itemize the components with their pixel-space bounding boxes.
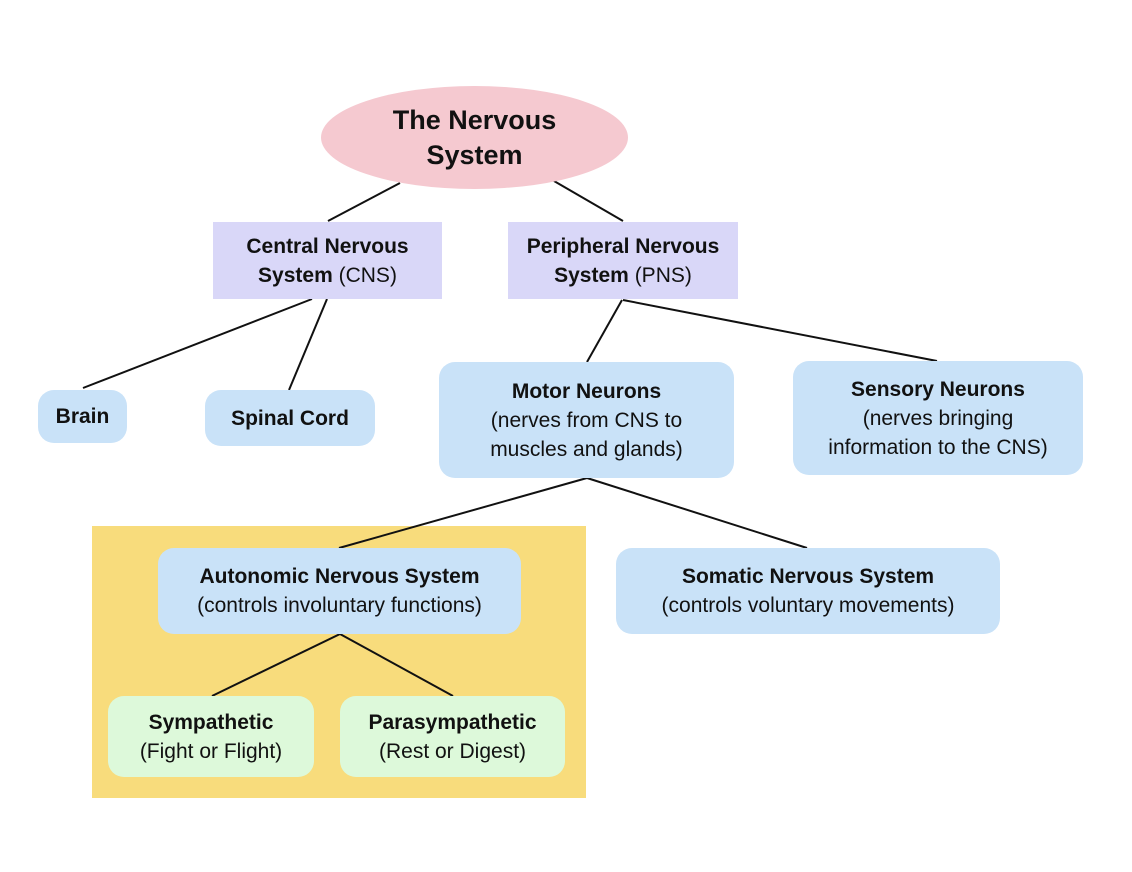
cns-abbr: (CNS) <box>338 263 397 287</box>
parasympathetic-desc: (Rest or Digest) <box>378 739 527 763</box>
connector-root-pns <box>553 180 624 222</box>
spinal-cord-title: Spinal Cord <box>231 406 349 430</box>
brain-title: Brain <box>55 405 110 428</box>
motor-title: Motor Neurons <box>511 379 662 403</box>
pns-title-line2-row: System (PNS) <box>554 261 692 290</box>
connector-autonomic-parasympathetic <box>339 633 454 697</box>
somatic-title: Somatic Nervous System <box>681 565 935 588</box>
sympathetic-node: Sympathetic (Fight or Flight) <box>108 696 314 777</box>
pns-node: Peripheral Nervous System (PNS) <box>508 222 738 299</box>
sensory-neurons-node: Sensory Neurons (nerves bringing informa… <box>793 361 1083 475</box>
parasympathetic-title: Parasympathetic <box>368 710 537 734</box>
pns-title-line2: System <box>554 263 629 287</box>
somatic-node: Somatic Nervous System (controls volunta… <box>616 548 1000 634</box>
pns-abbr: (PNS) <box>634 263 692 287</box>
cns-title-line2-row: System (CNS) <box>258 261 397 290</box>
root-title-line2: System <box>426 139 523 170</box>
sensory-title: Sensory Neurons <box>851 377 1025 401</box>
sympathetic-desc: (Fight or Flight) <box>139 739 283 763</box>
cns-title-line2: System <box>258 263 333 287</box>
sensory-desc-line2: information to the CNS) <box>828 435 1048 459</box>
motor-neurons-node: Motor Neurons (nerves from CNS to muscle… <box>439 362 734 478</box>
connector-pns-sensory <box>622 299 938 362</box>
connector-autonomic-sympathetic <box>211 633 341 697</box>
spinal-cord-node: Spinal Cord <box>205 390 375 446</box>
brain-node: Brain <box>38 390 127 443</box>
motor-desc-line1: (nerves from CNS to <box>490 408 683 432</box>
parasympathetic-node: Parasympathetic (Rest or Digest) <box>340 696 565 777</box>
autonomic-title: Autonomic Nervous System <box>199 565 480 588</box>
sensory-desc-line1: (nerves bringing <box>862 406 1014 430</box>
root-title-line1: The Nervous <box>392 104 557 135</box>
connector-cns-spinal-cord <box>288 298 328 391</box>
connector-cns-brain <box>82 298 313 389</box>
sympathetic-title: Sympathetic <box>148 710 274 734</box>
somatic-desc: (controls voluntary movements) <box>661 594 955 617</box>
cns-title-line1: Central Nervous <box>246 234 409 258</box>
motor-desc-line2: muscles and glands) <box>490 437 683 461</box>
connector-root-cns <box>327 182 401 222</box>
cns-node: Central Nervous System (CNS) <box>213 222 442 299</box>
connector-motor-autonomic <box>338 477 588 549</box>
root-node: The Nervous System <box>321 86 628 189</box>
connector-pns-motor <box>586 299 623 363</box>
pns-title-line1: Peripheral Nervous <box>526 234 720 258</box>
autonomic-desc: (controls involuntary functions) <box>197 594 482 617</box>
autonomic-node: Autonomic Nervous System (controls invol… <box>158 548 521 634</box>
connector-motor-somatic <box>586 477 808 549</box>
